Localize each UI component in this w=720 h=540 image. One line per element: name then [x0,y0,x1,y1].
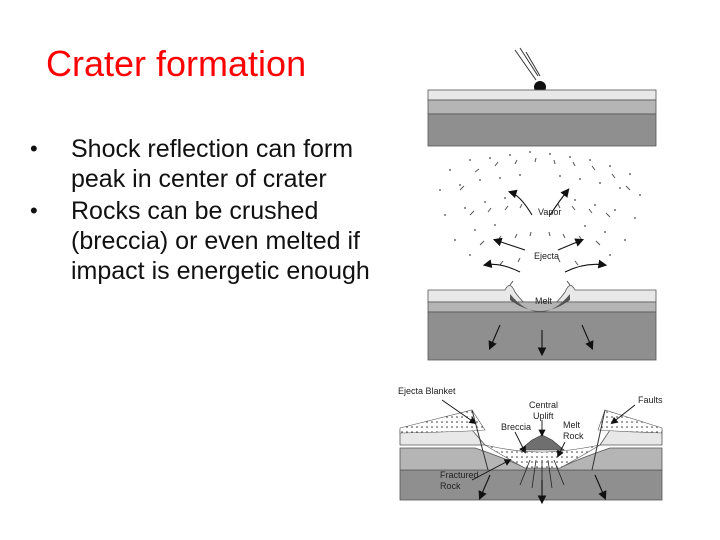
vapor-label: Vapor [538,207,561,217]
bullet-item: • Rocks can be crushed (breccia) or even… [30,196,370,286]
final-crater-panel: Ejecta Blanket Central Uplift Faults Bre… [398,386,663,505]
bullet-dot-icon: • [30,198,38,223]
central-uplift-label: Central [529,400,558,410]
bullet-text: Shock reflection can form peak in center… [71,135,354,193]
fractured-rock-label: Rock [440,481,461,491]
melt-label: Melt [535,296,553,306]
faults-label: Faults [638,395,663,405]
melt-rock-label: Melt [563,420,581,430]
impact-panel [427,47,657,147]
fractured-rock-label: Fractured [440,470,479,480]
crater-formation-diagram: Vapor Ejecta Melt Ejecta Blanket Central… [398,47,663,505]
ejecta-blanket-label: Ejecta Blanket [398,386,456,396]
ejecta-label: Ejecta [534,251,559,261]
breccia-label: Breccia [501,422,531,432]
excavation-panel: Vapor Ejecta Melt [427,151,657,361]
bullet-item: • Shock reflection can form peak in cent… [30,134,370,194]
bullet-list: • Shock reflection can form peak in cent… [30,134,370,288]
central-uplift-label: Uplift [533,411,554,421]
bullet-text: Rocks can be crushed (breccia) or even m… [71,197,370,285]
slide-title: Crater formation [46,43,307,84]
melt-rock-label: Rock [563,431,584,441]
bullet-dot-icon: • [30,136,38,161]
